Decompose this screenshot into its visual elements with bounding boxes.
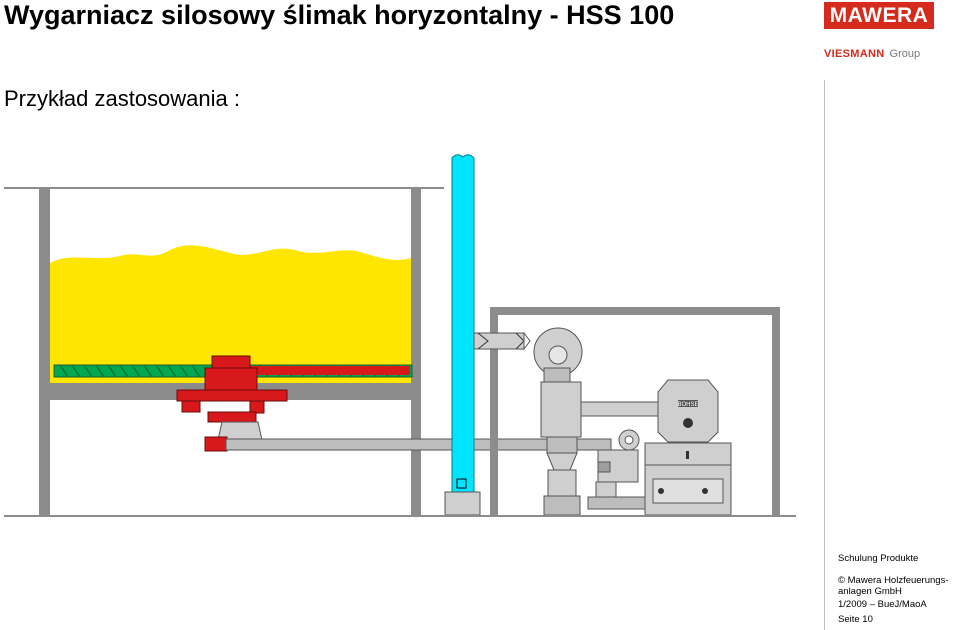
page-subtitle: Przykład zastosowania :: [4, 86, 240, 111]
mawera-logo: MAWERA: [824, 2, 934, 29]
boiler: [644, 379, 732, 516]
viessmann-group-logo: VIESMANN Group: [824, 48, 920, 60]
footer-date-author: 1/2009 – BueJ/MaoA: [838, 599, 927, 610]
boiler-house-left-post: [490, 315, 498, 515]
boiler-house-right-post: [772, 315, 780, 515]
footer-company: anlagen GmbH: [838, 586, 902, 597]
footer-page-number: Seite 10: [838, 614, 873, 625]
cyclone-separator: [540, 381, 582, 516]
viessmann-logo-text: VIESMANN: [824, 48, 885, 60]
footer-copyright: © Mawera Holzfeuerungs-: [838, 575, 949, 586]
boiler-badge: BOHSE: [677, 402, 698, 408]
flue-pipe-to-boiler: [580, 401, 661, 417]
cyclone-fan: [533, 327, 583, 383]
silo-roof: [4, 187, 444, 189]
right-panel-divider: [824, 80, 825, 630]
flue-duct: [473, 331, 531, 351]
footer-course: Schulung Produkte: [838, 553, 919, 564]
transport-screw-pipe: [225, 438, 612, 451]
feeder-unit: [587, 429, 647, 510]
chimney: [444, 154, 481, 516]
ground-line: [4, 515, 796, 517]
page-title: Wygarniacz silosowy ślimak horyzontalny …: [4, 0, 675, 30]
fuel-pile: [50, 245, 411, 383]
group-logo-suffix: Group: [889, 48, 921, 60]
silo-right-wall: [411, 189, 421, 516]
silo-left-wall: [39, 189, 50, 516]
discharge-motor: [204, 436, 228, 452]
mawera-logo-text: MAWERA: [829, 4, 929, 27]
boiler-house-roof: [490, 307, 780, 315]
